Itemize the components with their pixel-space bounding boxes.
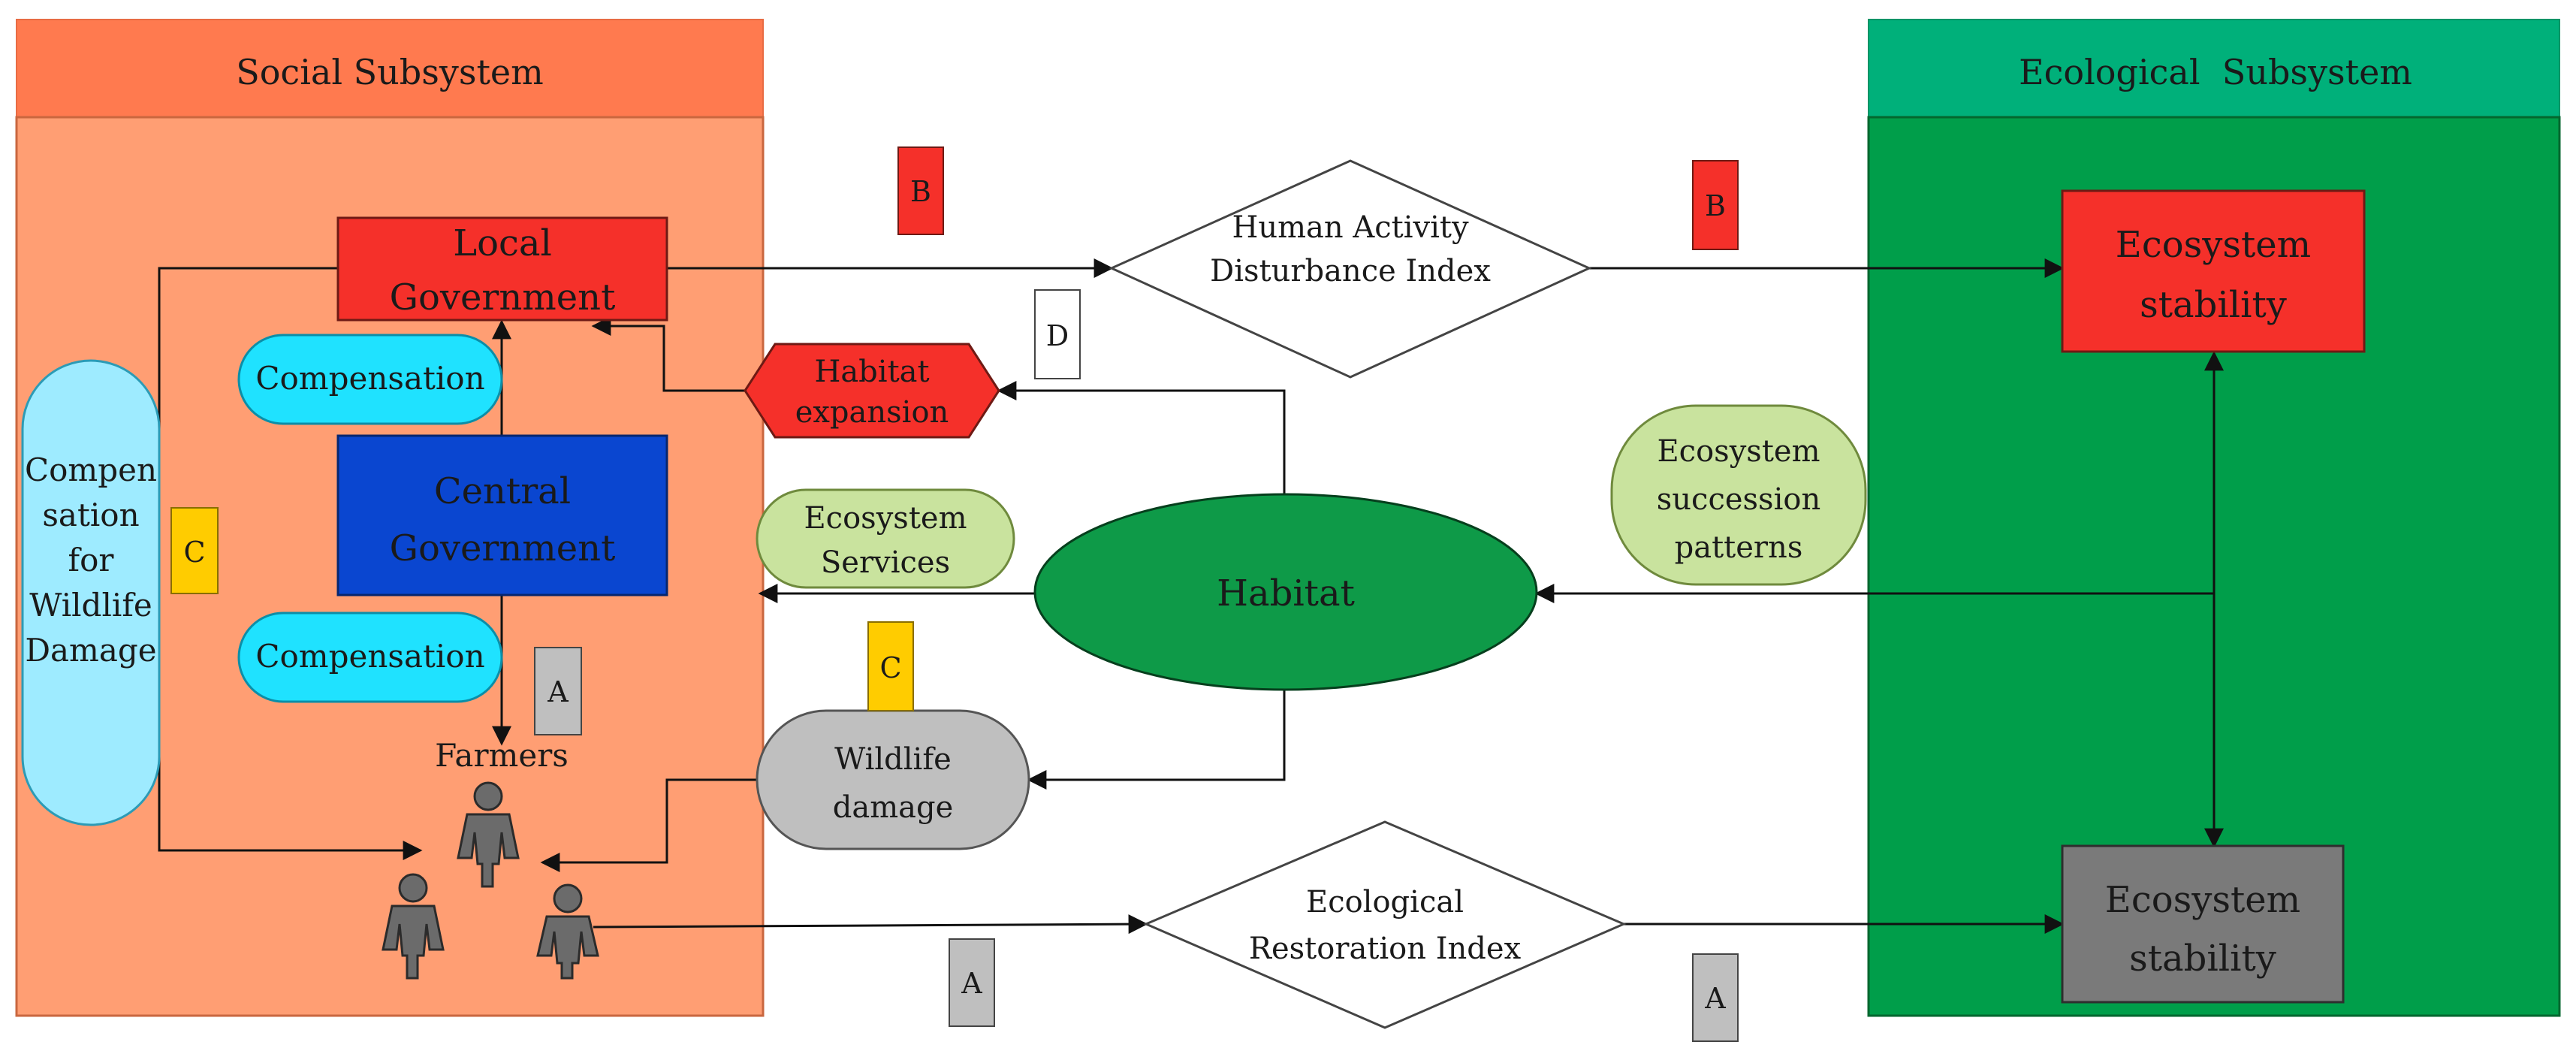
ecological-subsystem-header xyxy=(1868,19,2560,118)
wildlife-compensation-label-3: for xyxy=(68,542,115,578)
farmer-person-icon xyxy=(382,873,445,980)
connectors xyxy=(158,258,2224,935)
ecosystem-services-node: Ecosystem Services xyxy=(756,488,1015,589)
compensation-bottom-label: Compensation xyxy=(255,638,484,675)
compensation-top-node: Compensation xyxy=(237,334,503,425)
arrow-farmers-to-restoration xyxy=(593,914,1148,935)
local-government-node: Local Government xyxy=(336,216,668,322)
succession-patterns-node: Ecosystem succession patterns xyxy=(1610,404,1867,586)
tag-d: D xyxy=(1034,289,1081,379)
habitat-expansion-label-2: expansion xyxy=(795,395,949,430)
arrow-expansion-to-localgov xyxy=(591,316,745,392)
succession-label-3: patterns xyxy=(1675,530,1803,565)
tag-c-left-label: C xyxy=(183,536,205,569)
succession-label-2: succession xyxy=(1657,482,1820,517)
human-activity-label-1: Human Activity xyxy=(1232,210,1469,245)
tag-c-middle: C xyxy=(867,621,914,711)
wildlife-compensation-label-4: Wildlife xyxy=(29,587,152,624)
local-government-label-2: Government xyxy=(390,276,616,319)
tag-b-left-label: B xyxy=(910,175,931,208)
tag-c-middle-label: C xyxy=(879,651,901,684)
farmer-person-icon xyxy=(536,883,599,980)
habitat-expansion-node: Habitat expansion xyxy=(744,343,1000,439)
ecosystem-stability-top-node: Ecosystem stability xyxy=(2061,189,2366,353)
wildlife-damage-label-2: damage xyxy=(833,790,954,825)
ecosystem-services-label-1: Ecosystem xyxy=(804,501,967,536)
social-subsystem-title: Social Subsystem xyxy=(236,52,544,92)
stability-bottom-label-1: Ecosystem xyxy=(2105,879,2300,921)
wildlife-compensation-node: Compen sation for Wildlife Damage xyxy=(21,359,161,826)
habitat-expansion-label-1: Habitat xyxy=(814,355,929,389)
tag-d-label: D xyxy=(1046,319,1069,352)
arrow-wildlife-damage-to-farmers xyxy=(540,778,757,872)
restoration-label-1: Ecological xyxy=(1306,885,1464,920)
farmers-label: Farmers xyxy=(435,737,569,774)
tag-b-left: B xyxy=(897,146,944,235)
tag-a-farmers-label: A xyxy=(547,675,569,708)
succession-label-1: Ecosystem xyxy=(1657,434,1820,469)
wildlife-compensation-label-1: Compen xyxy=(25,451,157,488)
habitat-label: Habitat xyxy=(1217,572,1355,615)
compensation-top-label: Compensation xyxy=(255,360,484,397)
wildlife-damage-node: Wildlife damage xyxy=(756,709,1030,850)
compensation-bottom-node: Compensation xyxy=(237,612,503,703)
stability-top-label-2: stability xyxy=(2140,284,2287,326)
tag-a-farmers: A xyxy=(534,647,582,735)
ecosystem-services-label-2: Services xyxy=(821,545,950,580)
arrow-habitat-to-expansion xyxy=(997,381,1286,518)
human-activity-index-node: Human Activity Disturbance Index xyxy=(1109,159,1592,379)
central-government-label-2: Government xyxy=(390,527,616,569)
stability-bottom-label-2: stability xyxy=(2129,938,2276,980)
stability-top-label-1: Ecosystem xyxy=(2116,224,2311,266)
wildlife-damage-label-1: Wildlife xyxy=(834,742,952,777)
tag-c-left: C xyxy=(170,507,219,594)
tag-a-bottom-right: A xyxy=(1692,953,1739,1042)
arrow-habitat-to-wildlife-damage xyxy=(1027,676,1286,790)
ecological-subsystem-title: Ecological Subsystem xyxy=(2019,52,2412,92)
local-government-label-1: Local xyxy=(453,222,552,264)
central-government-label-1: Central xyxy=(434,470,571,512)
restoration-label-2: Restoration Index xyxy=(1249,932,1522,966)
tag-a-bottom-left-label: A xyxy=(961,967,982,1000)
ecosystem-stability-bottom-node: Ecosystem stability xyxy=(2061,844,2345,1004)
wildlife-compensation-label-2: sation xyxy=(42,497,139,533)
tag-b-right-label: B xyxy=(1705,189,1726,222)
restoration-index-node: Ecological Restoration Index xyxy=(1143,820,1627,1029)
habitat-node: Habitat xyxy=(1033,493,1538,691)
human-activity-label-2: Disturbance Index xyxy=(1210,254,1491,288)
central-government-node: Central Government xyxy=(336,434,668,596)
tag-a-bottom-left: A xyxy=(949,938,995,1027)
tag-b-right: B xyxy=(1692,160,1739,250)
farmer-person-icon xyxy=(457,781,520,888)
wildlife-compensation-label-5: Damage xyxy=(25,632,156,669)
tag-a-bottom-right-label: A xyxy=(1704,982,1726,1015)
social-subsystem-header xyxy=(16,19,764,118)
